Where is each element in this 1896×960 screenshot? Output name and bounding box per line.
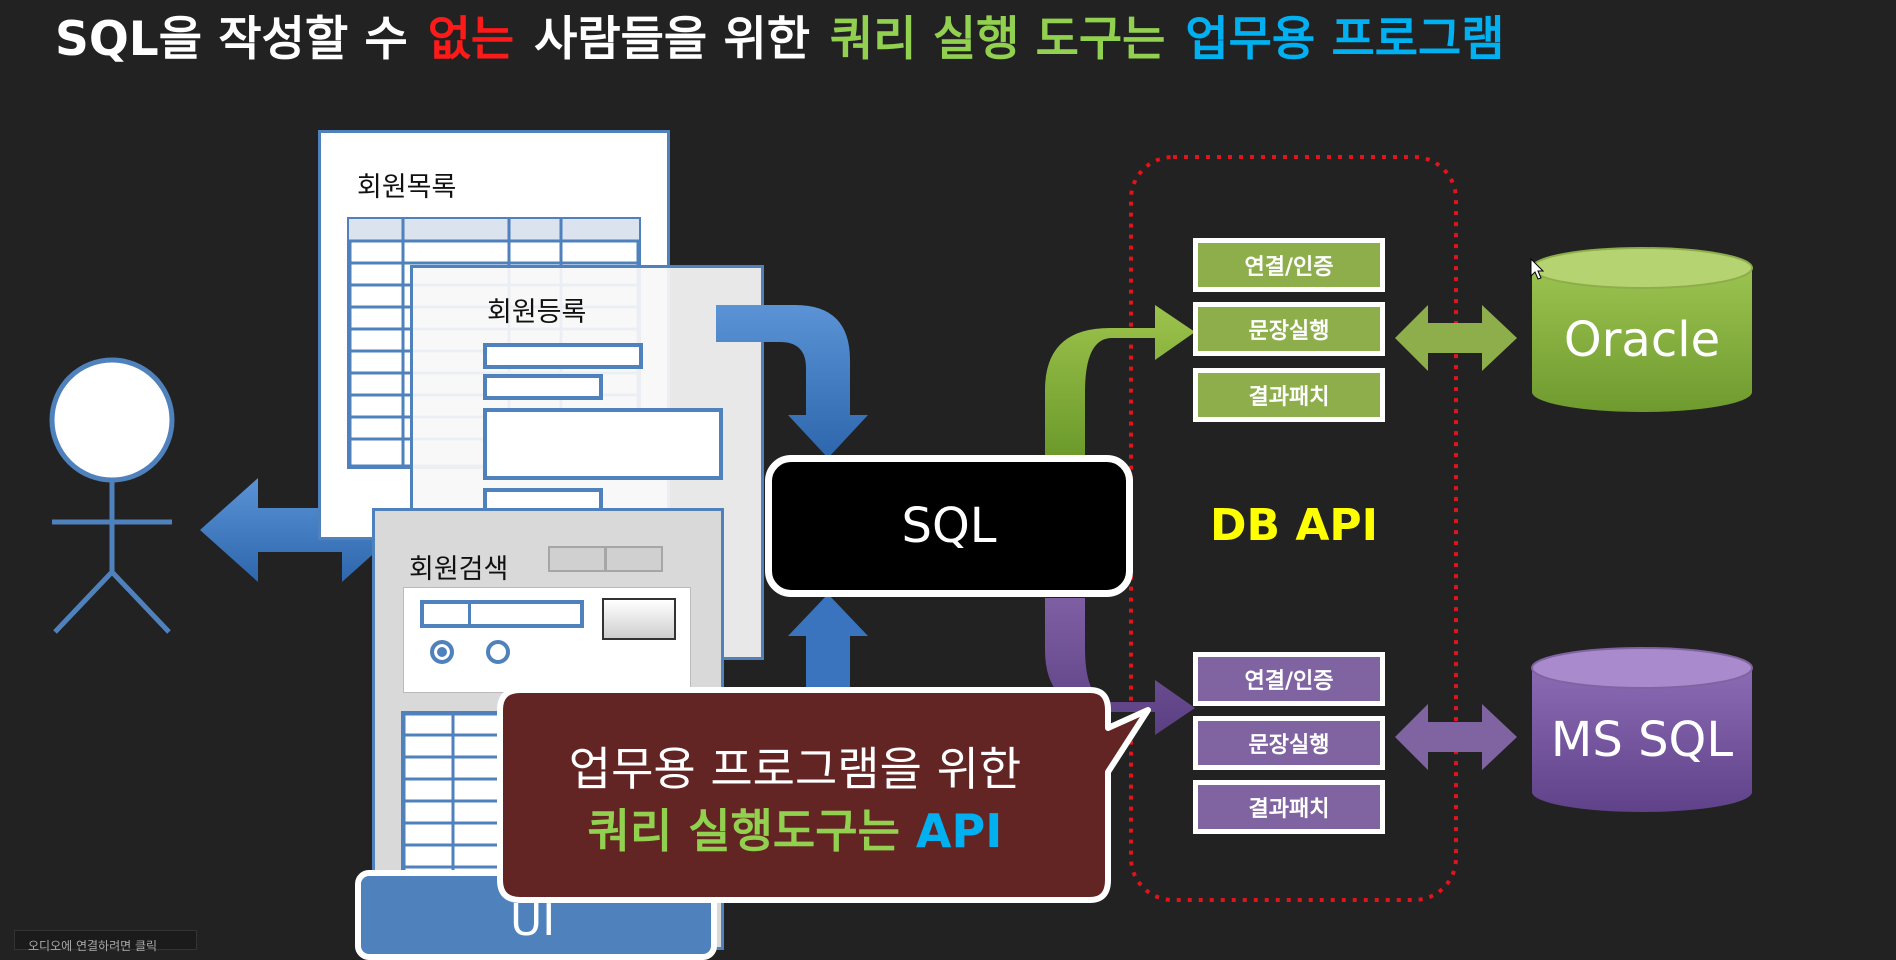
oracle-step-connect: 연결/인증 bbox=[1193, 238, 1385, 292]
mssql-step-connect: 연결/인증 bbox=[1193, 652, 1385, 706]
search-input[interactable] bbox=[420, 600, 584, 628]
search-tab-2[interactable] bbox=[605, 546, 663, 572]
mouse-pointer-icon bbox=[1530, 258, 1545, 280]
title-part-4: 쿼리 실행 도구는 bbox=[829, 12, 1166, 67]
mssql-step-execute: 문장실행 bbox=[1193, 716, 1385, 770]
stick-figure-icon bbox=[49, 357, 175, 634]
title-part-2: 없는 bbox=[427, 12, 515, 67]
sql-to-oracle-arrow bbox=[1045, 305, 1195, 455]
callout-line-2: 쿼리 실행도구는 API bbox=[495, 800, 1095, 862]
oracle-step-execute: 문장실행 bbox=[1193, 302, 1385, 356]
db-api-label: DB API bbox=[1210, 500, 1379, 551]
sql-label: SQL bbox=[901, 498, 997, 554]
oracle-step-execute-label: 문장실행 bbox=[1198, 307, 1380, 351]
mssql-step-fetch-label: 결과패치 bbox=[1198, 785, 1380, 829]
mssql-database-icon bbox=[1531, 647, 1753, 812]
oracle-label: Oracle bbox=[1563, 312, 1721, 368]
ui-label: UI bbox=[510, 895, 556, 946]
api-oracle-double-arrow bbox=[1395, 305, 1517, 371]
title-part-3: 사람들을 위한 bbox=[534, 12, 810, 67]
oracle-step-connect-label: 연결/인증 bbox=[1198, 243, 1380, 287]
sql-box: SQL bbox=[765, 455, 1133, 597]
title-part-1: SQL을 작성할 수 bbox=[55, 12, 408, 67]
mssql-label: MS SQL bbox=[1550, 712, 1734, 768]
member-register-label: 회원등록 bbox=[487, 297, 587, 328]
register-textarea[interactable] bbox=[483, 408, 723, 480]
search-panel bbox=[403, 587, 691, 693]
mssql-step-connect-label: 연결/인증 bbox=[1198, 657, 1380, 701]
callout-line-2-blue: API bbox=[915, 804, 1003, 858]
api-mssql-double-arrow bbox=[1395, 704, 1517, 770]
slide-title: SQL을 작성할 수 없는 사람들을 위한 쿼리 실행 도구는 업무용 프로그램 bbox=[55, 0, 1524, 67]
audio-connect-text[interactable]: 오디오에 연결하려면 클릭 bbox=[28, 939, 158, 953]
search-tab-1[interactable] bbox=[548, 546, 606, 572]
callout-bubble bbox=[497, 687, 1151, 903]
oracle-step-fetch-label: 결과패치 bbox=[1198, 373, 1380, 417]
oracle-step-fetch: 결과패치 bbox=[1193, 368, 1385, 422]
member-list-label: 회원목록 bbox=[357, 172, 457, 203]
register-field-2[interactable] bbox=[483, 374, 603, 400]
radio-option-selected-icon[interactable] bbox=[430, 640, 454, 664]
title-part-5: 업무용 프로그램 bbox=[1185, 12, 1505, 67]
register-field-1[interactable] bbox=[483, 343, 643, 369]
callout-line-1: 업무용 프로그램을 위한 bbox=[568, 742, 1022, 796]
mssql-step-fetch: 결과패치 bbox=[1193, 780, 1385, 834]
callout-text: 업무용 프로그램을 위한 쿼리 실행도구는 API bbox=[495, 738, 1095, 862]
callout-line-2-green: 쿼리 실행도구는 bbox=[587, 804, 900, 858]
mssql-step-execute-label: 문장실행 bbox=[1198, 721, 1380, 765]
oracle-database-icon bbox=[1531, 247, 1753, 412]
member-search-label: 회원검색 bbox=[409, 554, 509, 585]
radio-option-icon[interactable] bbox=[486, 640, 510, 664]
search-button[interactable] bbox=[602, 598, 676, 640]
